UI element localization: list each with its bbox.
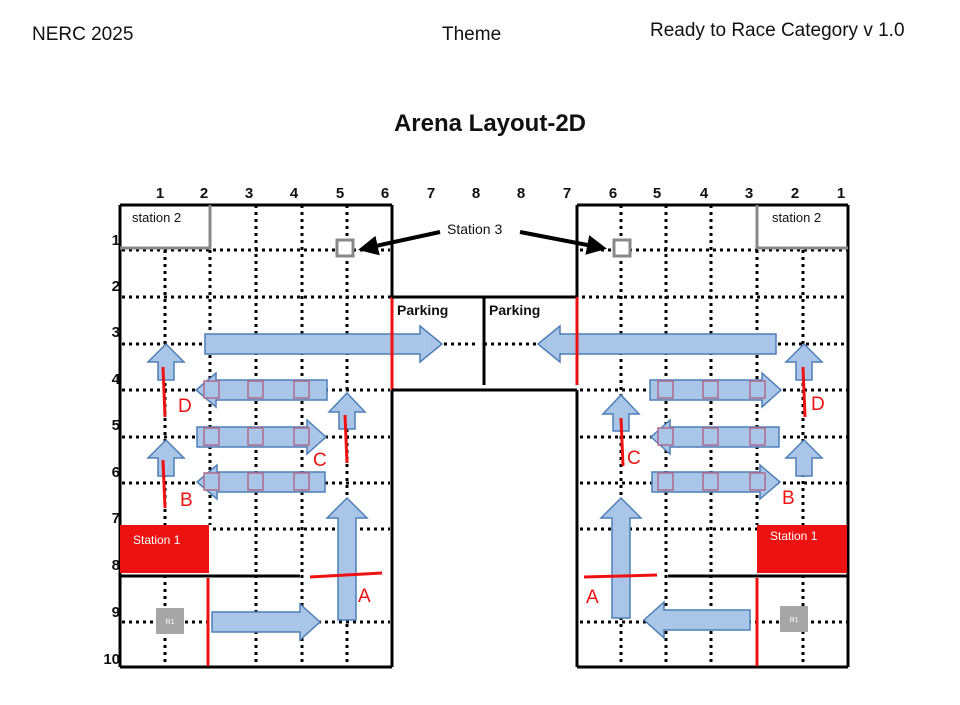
- station3-callout: Station 3: [358, 221, 607, 256]
- station3-label: Station 3: [447, 221, 502, 237]
- parking-area: Parking Parking: [392, 295, 577, 392]
- r1-left-box: [156, 608, 184, 634]
- col-label-r6: 6: [609, 185, 617, 202]
- col-label-l8: 8: [472, 185, 480, 202]
- station2-right-box: [755, 205, 848, 250]
- row-label-5: 5: [112, 417, 120, 434]
- left-up-arrow-2-icon: [146, 438, 186, 477]
- right-up-arrow-3-icon: [601, 393, 641, 432]
- col-label-l4: 4: [290, 185, 299, 202]
- right-up-arrow-4-icon: [599, 496, 643, 619]
- right-marker-b: B: [782, 488, 795, 509]
- col-label-r8: 8: [517, 185, 525, 202]
- right-arrow-row9-icon: [642, 600, 751, 640]
- r1-left-label: R1: [166, 619, 175, 626]
- right-up-arrow-2-icon: [784, 438, 824, 477]
- station1-left-label: Station 1: [133, 533, 181, 547]
- row-label-2: 2: [112, 278, 120, 295]
- station1-right-block: [757, 525, 847, 573]
- col-label-r2: 2: [791, 185, 799, 202]
- col-label-l1: 1: [156, 185, 164, 202]
- right-red-lines: [575, 297, 807, 666]
- station1-right-label: Station 1: [770, 529, 818, 543]
- col-label-l6: 6: [381, 185, 389, 202]
- row-label-1: 1: [112, 232, 120, 249]
- col-label-r4: 4: [700, 185, 709, 202]
- left-up-arrow-4-icon: [325, 496, 369, 621]
- row-label-3: 3: [112, 324, 120, 341]
- parking-right-label: Parking: [489, 302, 540, 318]
- left-marker-b: B: [180, 490, 193, 511]
- right-long-arrow-icon: [536, 324, 777, 364]
- left-letters: D C B A: [178, 396, 371, 607]
- right-marker-a: A: [586, 587, 599, 608]
- col-label-l7: 7: [427, 185, 435, 202]
- station3-right-box: [612, 238, 632, 258]
- left-marker-d: D: [178, 396, 192, 417]
- row-label-7: 7: [112, 510, 120, 527]
- station2-left-box: [120, 205, 212, 250]
- left-red-lines: [161, 297, 394, 666]
- row-labels: 1 2 3 4 5 6 7 8 9 10: [103, 232, 120, 668]
- left-long-arrow-icon: [204, 324, 444, 364]
- col-label-l2: 2: [200, 185, 208, 202]
- row-label-10: 10: [103, 651, 120, 668]
- right-markers-squares: [657, 380, 766, 491]
- left-marker-a: A: [358, 586, 371, 607]
- r1-right-box: [780, 606, 808, 632]
- col-label-r3: 3: [745, 185, 753, 202]
- left-arena: station 2 Station 1 R1: [118, 203, 478, 669]
- left-markers-squares: [203, 380, 310, 491]
- right-up-arrow-1-icon: [784, 342, 824, 381]
- station1-left-block: [120, 525, 209, 573]
- column-labels: 1 2 3 4 5 6 7 8 8 7 6 5 4 3 2 1: [156, 185, 845, 202]
- page-title: Arena Layout-2D: [393, 110, 587, 137]
- right-walls: [575, 203, 850, 669]
- right-letters: D C B A: [586, 394, 825, 608]
- header-center: Theme: [442, 24, 502, 45]
- left-up-arrow-3-icon: [327, 391, 367, 430]
- parking-left-label: Parking: [397, 302, 448, 318]
- left-walls: [118, 203, 394, 669]
- col-label-r7: 7: [563, 185, 571, 202]
- left-up-arrow-1-icon: [146, 342, 186, 381]
- station2-left-label: station 2: [132, 210, 181, 225]
- header-left: NERC 2025: [32, 24, 134, 45]
- row-label-6: 6: [112, 464, 120, 481]
- row-label-4: 4: [112, 371, 121, 388]
- row-label-8: 8: [112, 557, 120, 574]
- right-marker-c: C: [627, 448, 641, 469]
- col-label-l5: 5: [336, 185, 344, 202]
- col-label-l3: 3: [245, 185, 253, 202]
- row-label-9: 9: [112, 604, 120, 621]
- station3-left-box: [335, 238, 355, 258]
- right-marker-d: D: [811, 394, 825, 415]
- station2-right-label: station 2: [772, 210, 821, 225]
- col-label-r1: 1: [837, 185, 845, 202]
- r1-right-label: R1: [790, 617, 799, 624]
- left-arrow-row9-icon: [211, 602, 322, 642]
- left-marker-c: C: [313, 450, 327, 471]
- right-arena: station 2 Station 1 R1: [484, 203, 850, 669]
- col-label-r5: 5: [653, 185, 661, 202]
- header-right: Ready to Race Category v 1.0: [650, 20, 905, 41]
